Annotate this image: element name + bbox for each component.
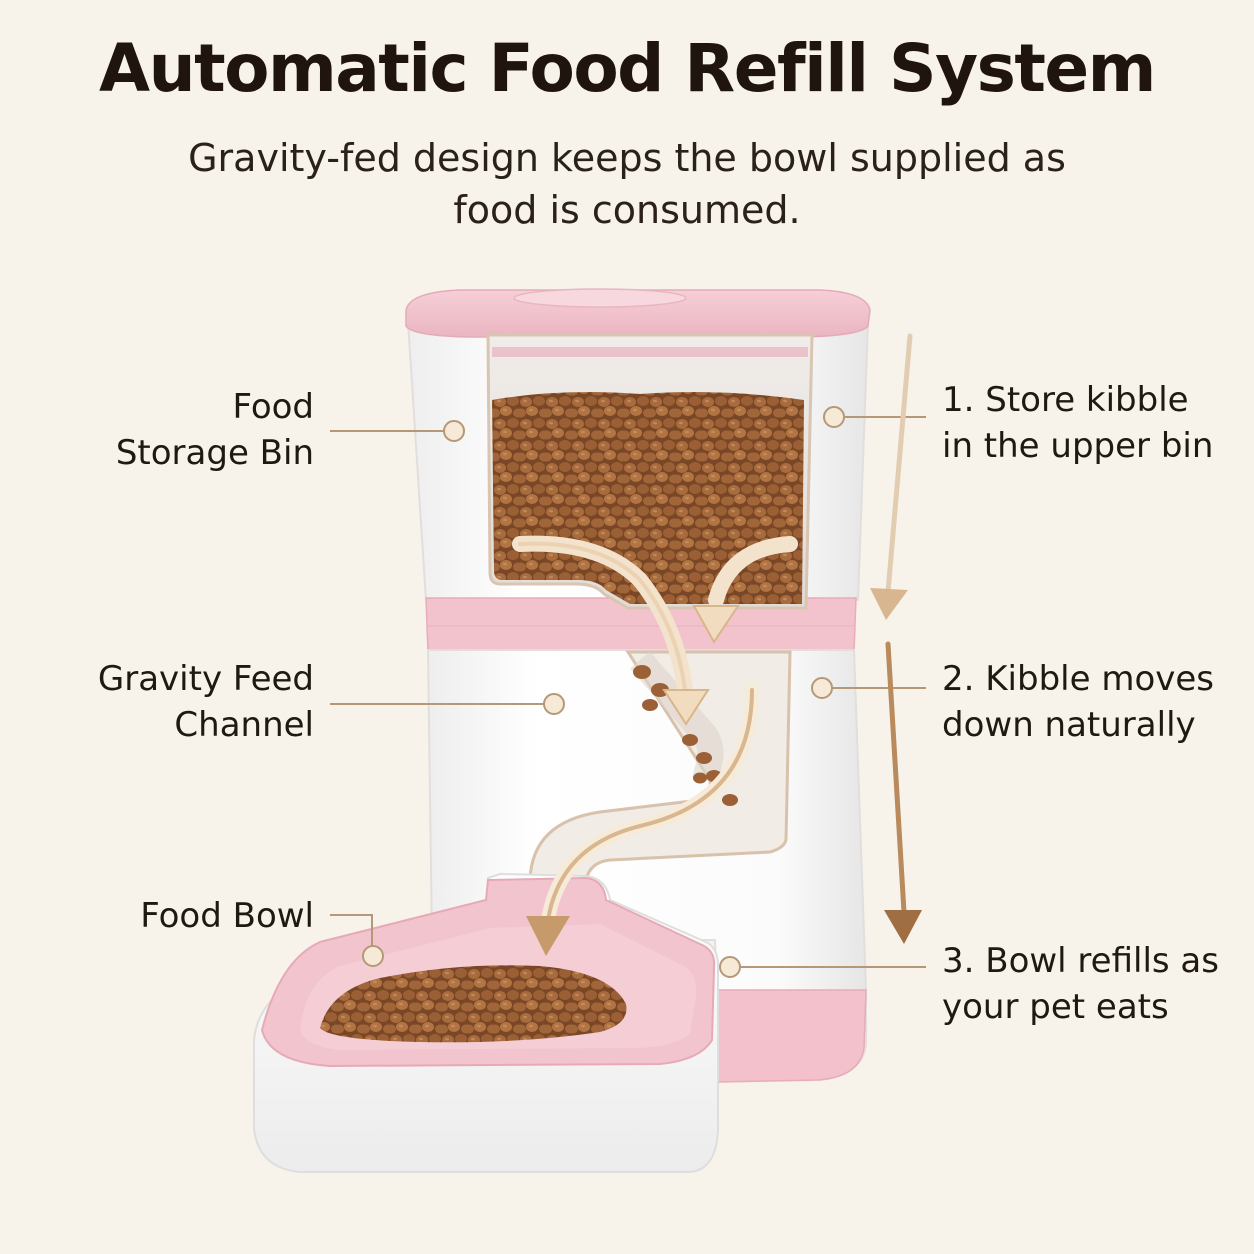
page-subtitle: Gravity-fed design keeps the bowl suppli…	[188, 136, 1066, 232]
step-1-label: 1. Store kibble in the upper bin	[942, 380, 1214, 466]
circle-dot-icon	[823, 406, 845, 428]
circle-dot-icon	[543, 693, 565, 715]
arrow-down-icon	[870, 588, 908, 620]
leader-lines-right	[740, 416, 926, 968]
circle-dot-icon	[719, 956, 741, 978]
callout-food-storage-bin: Food Storage Bin	[115, 387, 314, 473]
circle-dot-icon	[362, 945, 384, 967]
callout-gravity-feed-channel: Gravity Feed Channel	[97, 659, 314, 745]
leader-dots-left	[362, 420, 565, 967]
leader-lines-left	[330, 430, 544, 946]
step-flow-arrows	[870, 333, 922, 944]
page-title: Automatic Food Refill System	[99, 30, 1156, 107]
internal-flow-arrows	[512, 535, 798, 956]
feeder-lid	[405, 288, 871, 338]
arrow-down-icon	[884, 910, 922, 944]
leader-dots-right	[719, 406, 845, 978]
step-3-label: 3. Bowl refills as your pet eats	[942, 941, 1219, 1027]
circle-dot-icon	[811, 677, 833, 699]
circle-dot-icon	[443, 420, 465, 442]
step-2-label: 2. Kibble moves down naturally	[942, 659, 1214, 745]
callout-food-bowl: Food Bowl	[140, 896, 314, 936]
food-bowl	[253, 872, 719, 1173]
